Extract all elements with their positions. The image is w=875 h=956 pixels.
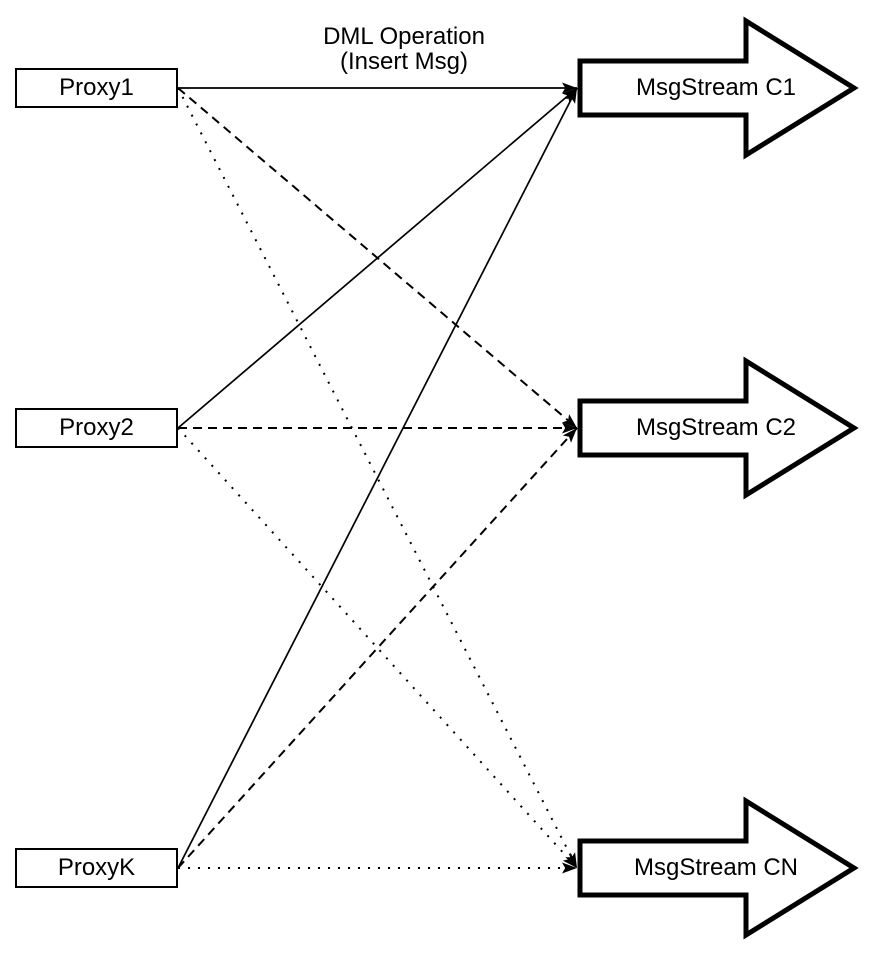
edge-proxyk-c1 bbox=[177, 87, 578, 869]
diagram-title: DML Operation (Insert Msg) bbox=[254, 24, 554, 74]
proxy1-node: Proxy1 bbox=[15, 68, 178, 108]
msgstream-c1-arrow-shape bbox=[577, 16, 859, 160]
edge-proxy1-cn bbox=[177, 87, 578, 869]
edges-layer bbox=[177, 82, 578, 874]
diagram-title-line1: DML Operation bbox=[323, 23, 485, 50]
proxy2-node: Proxy2 bbox=[15, 408, 178, 448]
proxyk-node: ProxyK bbox=[15, 848, 178, 888]
msgstream-cn-arrow-shape bbox=[577, 796, 859, 940]
msgstream-c2-label: MsgStream C2 bbox=[635, 414, 797, 441]
edge-proxy2-cn bbox=[177, 427, 578, 869]
proxyk-label: ProxyK bbox=[57, 854, 136, 881]
msgstream-c1-label: MsgStream C1 bbox=[635, 74, 797, 101]
stream-shapes-layer bbox=[577, 16, 859, 940]
msgstream-c2-arrow-shape bbox=[577, 356, 859, 500]
diagram-title-line2: (Insert Msg) bbox=[339, 48, 468, 75]
edge-proxyk-c2 bbox=[177, 427, 578, 869]
edge-proxy1-c2 bbox=[177, 87, 578, 429]
proxy1-label: Proxy1 bbox=[59, 74, 134, 101]
msgstream-cn-label: MsgStream CN bbox=[633, 854, 799, 881]
proxy2-label: Proxy2 bbox=[59, 414, 134, 441]
